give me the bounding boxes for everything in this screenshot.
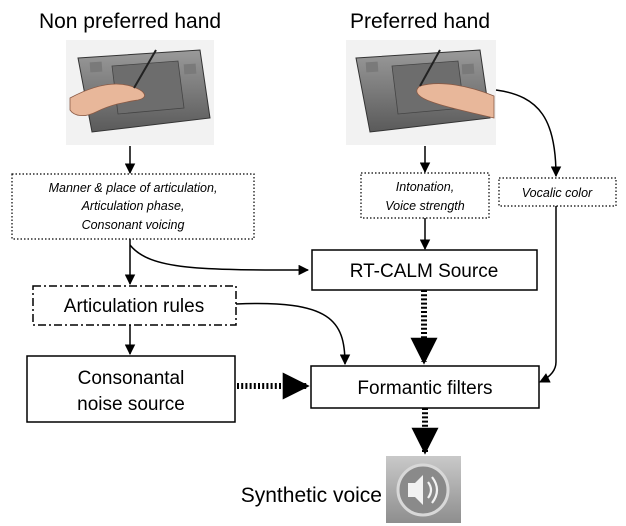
param-mid-line-1: Intonation, <box>396 180 454 194</box>
articulation-rules-block: Articulation rules <box>32 285 237 326</box>
rt-calm-source-label: RT-CALM Source <box>350 261 499 282</box>
output-label: Synthetic voice <box>241 484 382 507</box>
articulation-rules-label: Articulation rules <box>64 296 204 317</box>
tablet-left-hand-illustration <box>66 40 214 145</box>
vocalic-color-box: Vocalic color <box>498 177 617 207</box>
noise-label-line-1: Consonantal <box>78 368 185 389</box>
consonantal-noise-source-block: Consonantal noise source <box>26 355 236 423</box>
left-input-title: Non preferred hand <box>39 10 221 33</box>
param-left-line-3: Consonant voicing <box>82 218 185 232</box>
noise-label-line-2: noise source <box>77 394 185 415</box>
formantic-filters-label: Formantic filters <box>357 378 492 399</box>
param-mid-line-2: Voice strength <box>385 199 464 213</box>
speaker-icon <box>386 456 461 523</box>
param-right-label: Vocalic color <box>522 186 593 200</box>
intonation-parameters-box: Intonation, Voice strength <box>360 172 490 219</box>
param-left-line-2: Articulation phase, <box>81 199 185 213</box>
articulation-parameters-box: Manner & place of articulation, Articula… <box>11 173 255 240</box>
tablet-right-hand-illustration <box>346 40 496 145</box>
formantic-filters-block: Formantic filters <box>310 365 540 409</box>
right-input-title: Preferred hand <box>350 10 490 33</box>
param-left-line-1: Manner & place of articulation, <box>49 181 218 195</box>
rt-calm-source-block: RT-CALM Source <box>311 249 538 291</box>
